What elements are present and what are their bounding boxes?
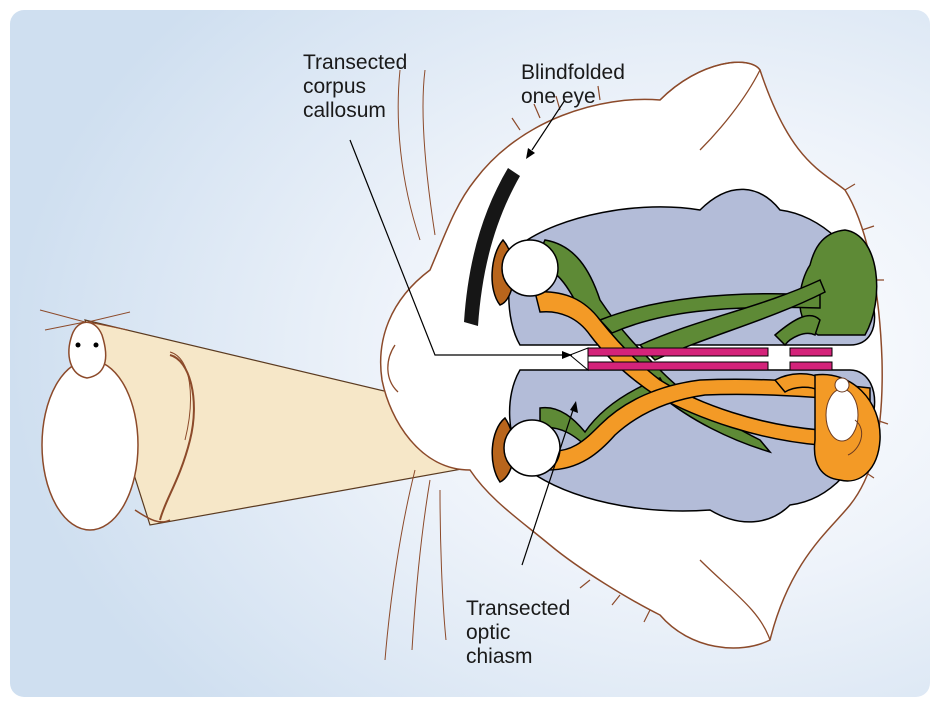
label-transected-corpus-callosum: Transected corpus callosum bbox=[303, 51, 407, 123]
label-blindfolded-one-eye: Blindfolded one eye bbox=[521, 61, 625, 109]
figure-panel: Transected corpus callosum Blindfolded o… bbox=[10, 10, 930, 697]
label-transected-optic-chiasm: Transected optic chiasm bbox=[466, 597, 570, 669]
split-brain-illustration bbox=[10, 10, 930, 697]
